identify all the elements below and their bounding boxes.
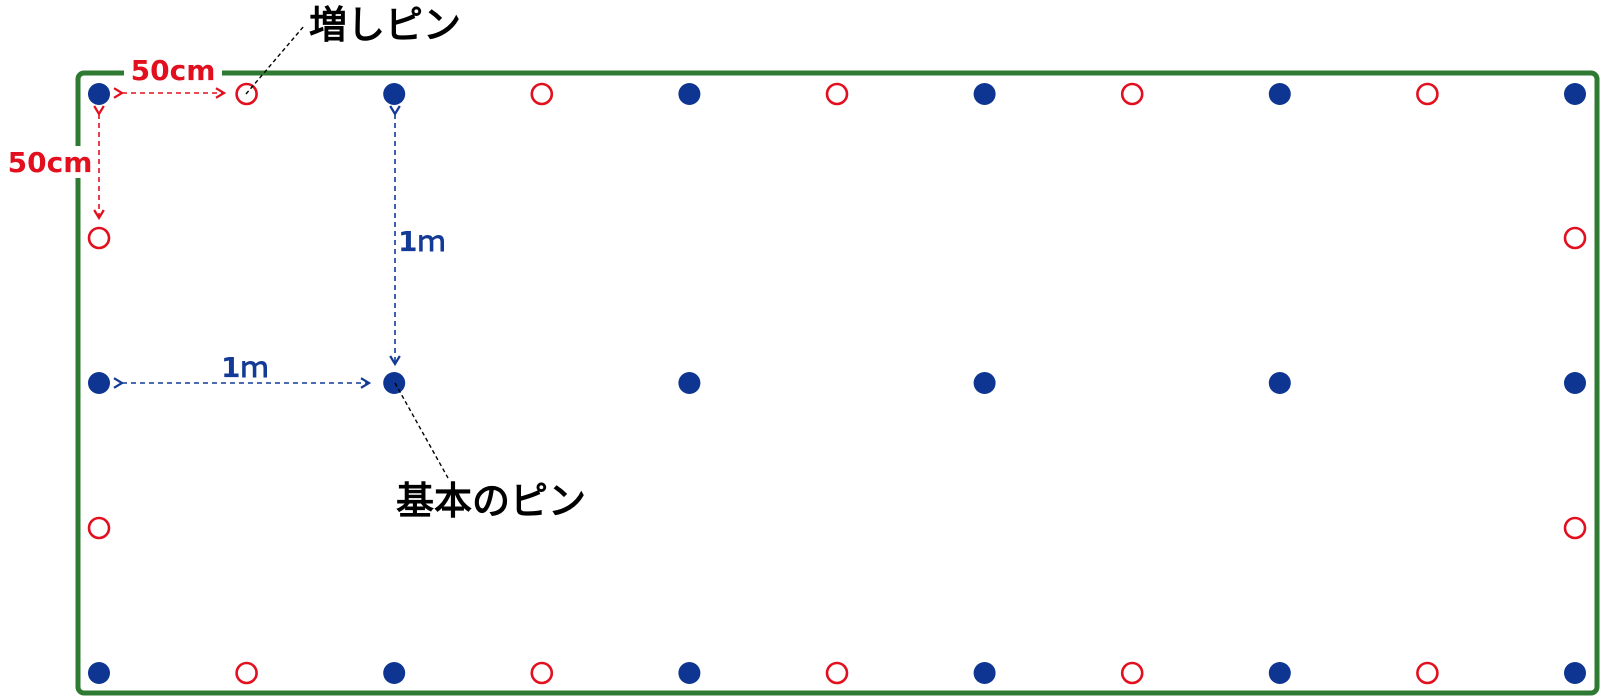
base-pin [1564,83,1586,105]
extra-pin [1563,516,1587,540]
extra-pin [87,516,111,540]
label-extra-pin: 増しピン [309,3,461,47]
base-pin [678,83,701,105]
extra-pin [530,82,554,106]
extra-pin [1563,226,1587,250]
base-pin [1564,372,1586,394]
label-50cm-vertical-backdrop [4,146,98,178]
extra-pin [235,661,258,685]
leader-line-base-pin [394,382,449,479]
pins-group [87,82,1587,685]
base-pin [1268,372,1291,394]
base-pin [383,372,406,394]
base-pin [88,372,110,394]
base-pin [383,662,406,684]
extra-pin [1120,82,1144,106]
extra-pin [1416,661,1439,685]
extra-pin [87,226,111,250]
extra-pin [825,82,849,106]
base-pin [678,372,701,394]
base-pin [88,662,110,684]
base-pin [973,662,996,684]
extra-pin [1120,661,1144,685]
base-pin [1268,83,1291,105]
extra-pin [530,661,554,685]
label-50cm-horizontal-backdrop [124,52,222,84]
base-pin [973,372,996,394]
label-base-pin: 基本のピン [396,479,586,523]
base-pin [973,83,996,105]
base-pin [1564,662,1586,684]
label-1m-vertical: 1ｍ [398,225,445,258]
leader-line-extra-pin [245,25,305,95]
base-pin [383,83,406,105]
extra-pin [1416,82,1439,106]
label-1m-horizontal: 1ｍ [221,351,268,384]
extra-pin [825,661,849,685]
base-pin [678,662,701,684]
label-50cm-horizontal: 50cm [131,54,216,87]
sheet-frame [75,70,1600,696]
label-50cm-vertical: 50cm [8,146,93,179]
base-pin [1268,662,1291,684]
base-pin [88,83,110,105]
